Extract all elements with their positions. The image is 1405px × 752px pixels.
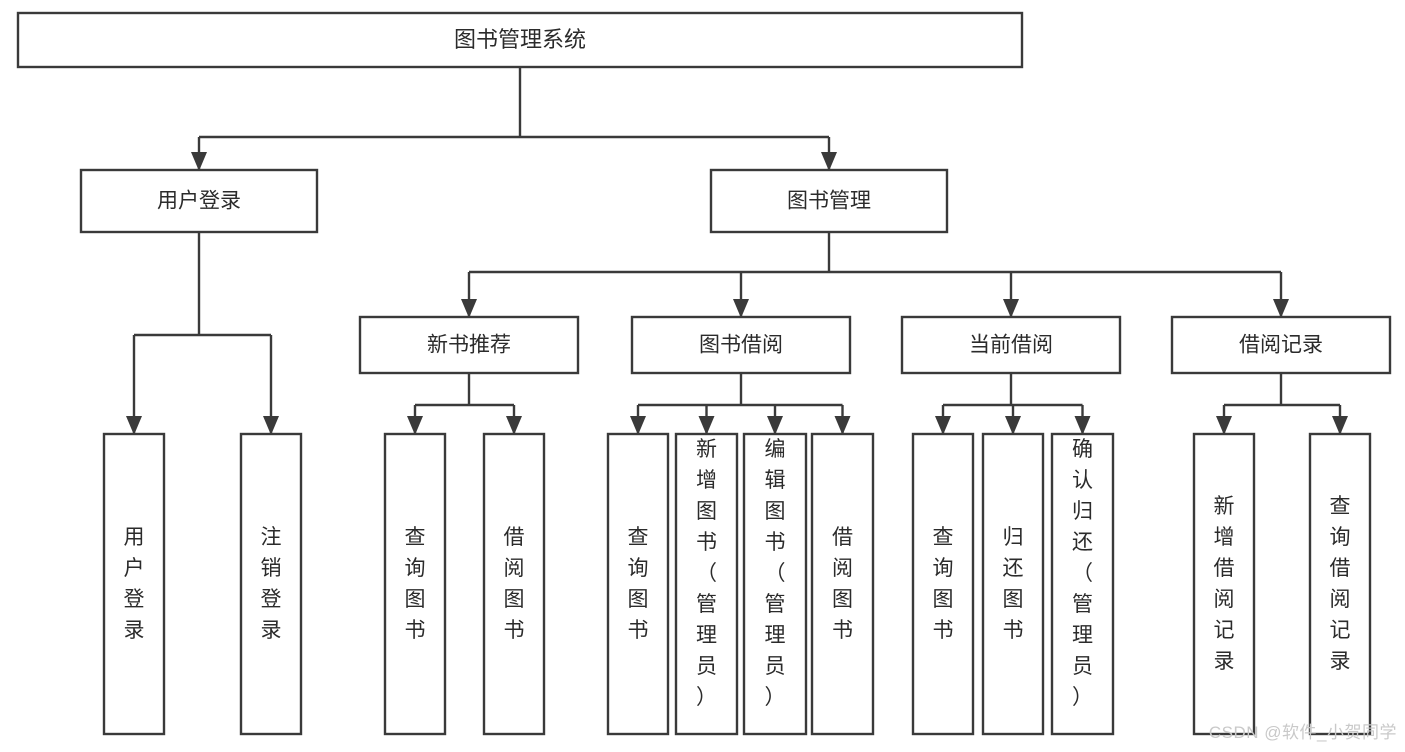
leaf-leaf-borrow-book-recommend[interactable]: 借阅图书 bbox=[482, 432, 546, 736]
leaf-label: 归还图书 bbox=[1003, 526, 1024, 642]
arrow-head-icon bbox=[1332, 416, 1348, 435]
node-box bbox=[16, 11, 1024, 69]
leaf-label: 用户登录 bbox=[124, 526, 145, 642]
leaf-leaf-confirm-return-admin[interactable]: 确认归还（管理员） bbox=[1050, 432, 1115, 736]
leaf-leaf-user-login[interactable]: 用户登录 bbox=[102, 432, 166, 736]
leaf-leaf-edit-book-admin[interactable]: 编辑图书（管理员） bbox=[742, 432, 808, 736]
arrow-head-icon bbox=[821, 152, 837, 171]
leaf-leaf-query-book-borrow[interactable]: 查询图书 bbox=[606, 432, 670, 736]
node-box bbox=[79, 168, 319, 234]
leaf-label: 借阅图书 bbox=[832, 526, 853, 642]
connector-recommend-to-leaves bbox=[407, 373, 522, 435]
leaf-box bbox=[1192, 432, 1256, 736]
leaf-leaf-logout[interactable]: 注销登录 bbox=[239, 432, 303, 736]
leaf-box bbox=[1308, 432, 1372, 736]
arrow-head-icon bbox=[191, 152, 207, 171]
arrow-head-icon bbox=[461, 299, 477, 318]
leaf-leaf-query-borrow-record[interactable]: 查询借阅记录 bbox=[1308, 432, 1372, 736]
node-root-root[interactable]: 图书管理系统 bbox=[16, 11, 1024, 69]
leaf-box bbox=[1050, 432, 1115, 736]
node-label: 借阅记录 bbox=[1239, 334, 1323, 357]
leaf-leaf-add-borrow-record[interactable]: 新增借阅记录 bbox=[1192, 432, 1256, 736]
arrow-head-icon bbox=[263, 416, 279, 435]
leaf-leaf-query-book-recommend[interactable]: 查询图书 bbox=[383, 432, 447, 736]
leaf-label: 借阅图书 bbox=[504, 526, 525, 642]
connector-bookmanagement-to-level3 bbox=[461, 232, 1289, 318]
leaf-box bbox=[383, 432, 447, 736]
leaf-box bbox=[482, 432, 546, 736]
arrow-head-icon bbox=[733, 299, 749, 318]
connector-borrow-to-leaves bbox=[630, 373, 851, 435]
leaf-label: 查询图书 bbox=[628, 526, 649, 642]
node-current-borrow[interactable]: 当前借阅 bbox=[900, 315, 1122, 375]
node-book-borrow[interactable]: 图书借阅 bbox=[630, 315, 852, 375]
node-label: 当前借阅 bbox=[969, 334, 1053, 357]
node-box bbox=[358, 315, 580, 375]
node-box bbox=[1170, 315, 1392, 375]
arrow-head-icon bbox=[935, 416, 951, 435]
node-box bbox=[630, 315, 852, 375]
leaf-box bbox=[810, 432, 875, 736]
node-new-book-recommend[interactable]: 新书推荐 bbox=[358, 315, 580, 375]
leaf-label: 新增图书（管理员） bbox=[696, 438, 717, 709]
leaf-label: 查询图书 bbox=[405, 526, 426, 642]
leaf-leaf-borrow-book[interactable]: 借阅图书 bbox=[810, 432, 875, 736]
node-box bbox=[709, 168, 949, 234]
leaf-label: 编辑图书（管理员） bbox=[765, 438, 786, 709]
arrow-head-icon bbox=[767, 416, 783, 435]
leaf-label: 注销登录 bbox=[261, 526, 282, 642]
leaf-label: 确认归还（管理员） bbox=[1072, 438, 1093, 709]
leaf-leaf-add-book-admin[interactable]: 新增图书（管理员） bbox=[674, 432, 739, 736]
arrow-head-icon bbox=[407, 416, 423, 435]
node-box bbox=[900, 315, 1122, 375]
node-borrow-record[interactable]: 借阅记录 bbox=[1170, 315, 1392, 375]
node-label: 图书管理 bbox=[787, 190, 871, 213]
connector-record-to-leaves bbox=[1216, 373, 1348, 435]
arrow-head-icon bbox=[1216, 416, 1232, 435]
leaf-box bbox=[981, 432, 1045, 736]
node-label: 新书推荐 bbox=[427, 334, 511, 357]
connector-userlogin-to-leaves bbox=[126, 232, 279, 435]
arrow-head-icon bbox=[506, 416, 522, 435]
leaf-label: 查询借阅记录 bbox=[1330, 495, 1351, 673]
arrow-head-icon bbox=[1273, 299, 1289, 318]
leaf-box bbox=[606, 432, 670, 736]
connector-root-to-level2 bbox=[191, 67, 837, 171]
leaf-box bbox=[911, 432, 975, 736]
leaf-label: 查询图书 bbox=[933, 526, 954, 642]
node-label: 图书借阅 bbox=[699, 334, 783, 357]
leaf-box bbox=[239, 432, 303, 736]
arrow-head-icon bbox=[126, 416, 142, 435]
node-user-login[interactable]: 用户登录 bbox=[79, 168, 319, 234]
node-book-management[interactable]: 图书管理 bbox=[709, 168, 949, 234]
node-label: 用户登录 bbox=[157, 190, 241, 213]
arrow-head-icon bbox=[1074, 416, 1091, 435]
leaf-box bbox=[102, 432, 166, 736]
node-label: 图书管理系统 bbox=[454, 27, 586, 52]
arrow-head-icon bbox=[1005, 416, 1021, 435]
arrow-head-icon bbox=[834, 416, 851, 435]
leaf-label: 新增借阅记录 bbox=[1214, 495, 1235, 673]
leaf-box bbox=[674, 432, 739, 736]
leaf-box bbox=[742, 432, 808, 736]
connector-current-to-leaves bbox=[935, 373, 1091, 435]
node-layer: 图书管理系统用户登录图书管理新书推荐图书借阅当前借阅借阅记录用户登录注销登录查询… bbox=[16, 11, 1392, 736]
leaf-leaf-query-book-current[interactable]: 查询图书 bbox=[911, 432, 975, 736]
leaf-leaf-return-book[interactable]: 归还图书 bbox=[981, 432, 1045, 736]
arrow-head-icon bbox=[630, 416, 646, 435]
arrow-head-icon bbox=[698, 416, 715, 435]
arrow-head-icon bbox=[1003, 299, 1019, 318]
connector-layer bbox=[126, 67, 1348, 435]
